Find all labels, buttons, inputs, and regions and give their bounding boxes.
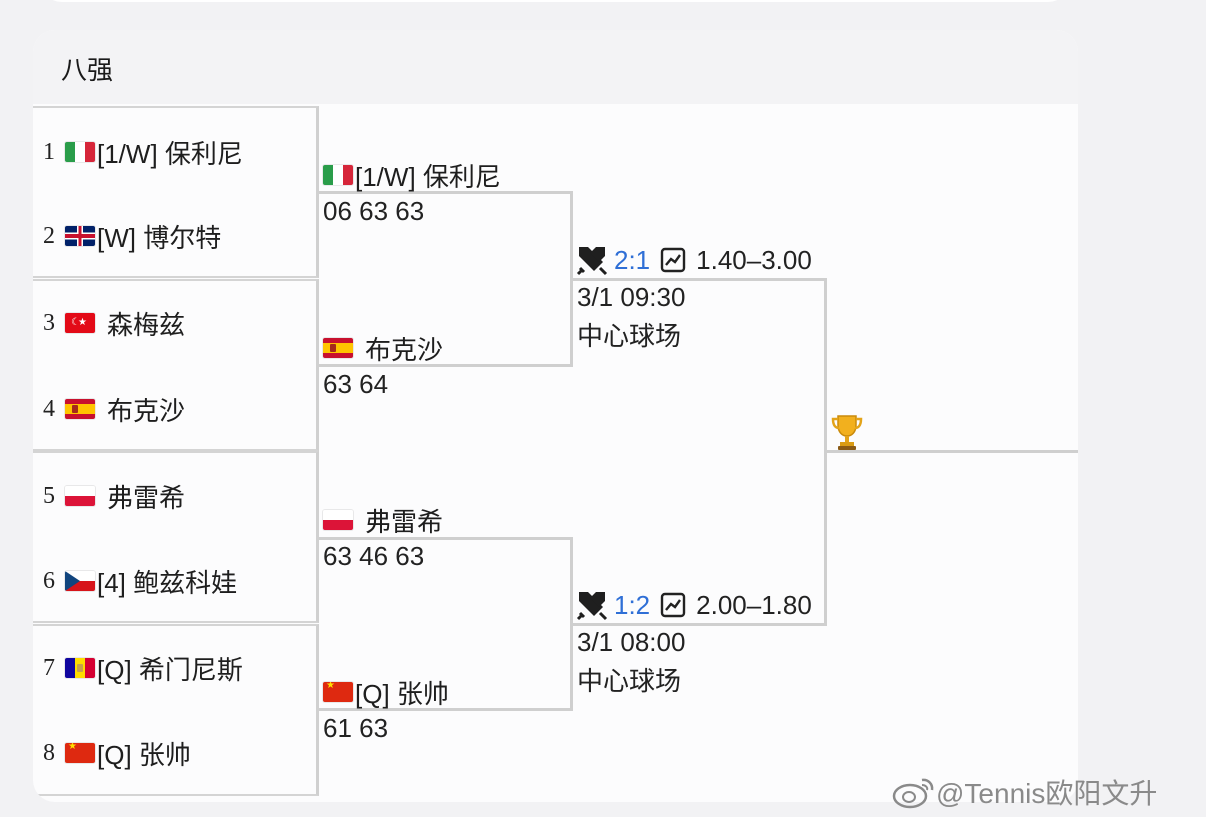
connector-line [573, 278, 826, 281]
qf-winner-row[interactable]: 弗雷希 [323, 504, 444, 537]
connector-line [824, 278, 827, 626]
seed-number: 4 [43, 395, 55, 422]
trend-chart-icon [660, 592, 686, 618]
qf-winner-row[interactable]: 布克沙 [323, 332, 444, 365]
match-slot-1[interactable]: 1 [1/W] 保利尼 2 [W] 博尔特 [33, 106, 319, 278]
flag-china-icon [65, 743, 95, 763]
seed-number: 7 [43, 654, 55, 681]
player-name: 弗雷希 [107, 482, 186, 513]
trophy-icon[interactable] [830, 413, 864, 451]
round-title: 八强 [61, 55, 114, 85]
match-time: 3/1 09:30 [577, 282, 686, 312]
connector-line [570, 537, 573, 711]
match-slot-3[interactable]: 5 弗雷希 6 [4] 鲍兹科娃 [33, 451, 319, 623]
betting-odds: 2.00–1.80 [696, 589, 812, 620]
player-row[interactable]: 5 弗雷希 [43, 480, 186, 513]
watermark-text: @Tennis欧阳文升 [936, 778, 1158, 809]
match-score: 61 63 [323, 713, 389, 743]
match-time: 3/1 08:00 [577, 627, 686, 657]
flag-poland-icon [323, 510, 353, 530]
flag-italy-icon [323, 165, 353, 185]
flag-andorra-icon [65, 658, 95, 678]
connector-line [319, 708, 571, 711]
player-name: [W] 博尔特 [97, 222, 222, 253]
player-name: [Q] 张帅 [355, 678, 449, 709]
flag-poland-icon [65, 486, 95, 506]
connector-line [319, 537, 571, 540]
player-name: 布克沙 [107, 395, 186, 426]
player-name: 弗雷希 [365, 506, 444, 537]
seed-number: 8 [43, 739, 55, 766]
match-venue: 中心球场 [577, 321, 682, 351]
player-row[interactable]: 8 [Q] 张帅 [43, 737, 191, 770]
match-score: 63 46 63 [323, 541, 425, 571]
bracket: 1 [1/W] 保利尼 2 [W] 博尔特 3 森梅兹 4 布克沙 [33, 30, 1078, 802]
connector-line [570, 191, 573, 367]
betting-odds: 1.40–3.00 [696, 244, 812, 275]
flag-china-icon [323, 682, 353, 702]
seed-number: 3 [43, 309, 55, 336]
player-row[interactable]: 6 [4] 鲍兹科娃 [43, 565, 238, 598]
seed-number: 5 [43, 482, 55, 509]
quarterfinal-bracket-card: 八强 1 [1/W] 保利尼 2 [W] 博尔特 3 森梅兹 4 [33, 30, 1078, 802]
seed-number: 2 [43, 222, 55, 249]
player-row[interactable]: 3 森梅兹 [43, 307, 186, 340]
flag-turkey-icon [65, 313, 95, 333]
versus-swords-icon [576, 247, 608, 276]
qf-winner-row[interactable]: [1/W] 保利尼 [323, 159, 501, 192]
player-row[interactable]: 1 [1/W] 保利尼 [43, 136, 243, 169]
versus-swords-icon [576, 592, 608, 621]
player-name: [1/W] 保利尼 [97, 138, 243, 169]
player-row[interactable]: 4 布克沙 [43, 393, 186, 426]
match-venue: 中心球场 [577, 666, 682, 696]
flag-spain-icon [323, 338, 353, 358]
previous-card-edge [40, 0, 1070, 2]
connector-line [319, 191, 571, 194]
connector-line [319, 364, 571, 367]
flag-czech-icon [65, 571, 95, 591]
semifinal-info[interactable]: 1:2 2.00–1.80 [576, 589, 812, 621]
card-header: 八强 [33, 30, 1078, 104]
player-row[interactable]: 2 [W] 博尔特 [43, 220, 222, 253]
player-name: [4] 鲍兹科娃 [97, 567, 238, 598]
player-name: 森梅兹 [107, 309, 186, 340]
player-name: [Q] 张帅 [97, 739, 191, 770]
flag-uk-icon [65, 226, 95, 246]
match-score: 06 63 63 [323, 196, 425, 226]
trend-chart-icon [660, 247, 686, 273]
weibo-logo-icon [892, 778, 934, 809]
seed-number: 6 [43, 567, 55, 594]
player-name: [Q] 希门尼斯 [97, 654, 243, 685]
player-row[interactable]: 7 [Q] 希门尼斯 [43, 652, 243, 685]
match-slot-4[interactable]: 7 [Q] 希门尼斯 8 [Q] 张帅 [33, 624, 319, 796]
semifinal-info[interactable]: 2:1 1.40–3.00 [576, 244, 812, 276]
seed-number: 1 [43, 138, 55, 165]
head-to-head: 2:1 [614, 244, 651, 275]
player-name: [1/W] 保利尼 [355, 161, 501, 192]
qf-winner-row[interactable]: [Q] 张帅 [323, 676, 449, 709]
head-to-head: 1:2 [614, 589, 651, 620]
player-name: 布克沙 [365, 334, 444, 365]
connector-line [826, 450, 1078, 453]
flag-spain-icon [65, 399, 95, 419]
match-score: 63 64 [323, 369, 389, 399]
connector-line [573, 623, 826, 626]
match-slot-2[interactable]: 3 森梅兹 4 布克沙 [33, 279, 319, 451]
flag-italy-icon [65, 142, 95, 162]
watermark: @Tennis欧阳文升 [892, 772, 1157, 812]
